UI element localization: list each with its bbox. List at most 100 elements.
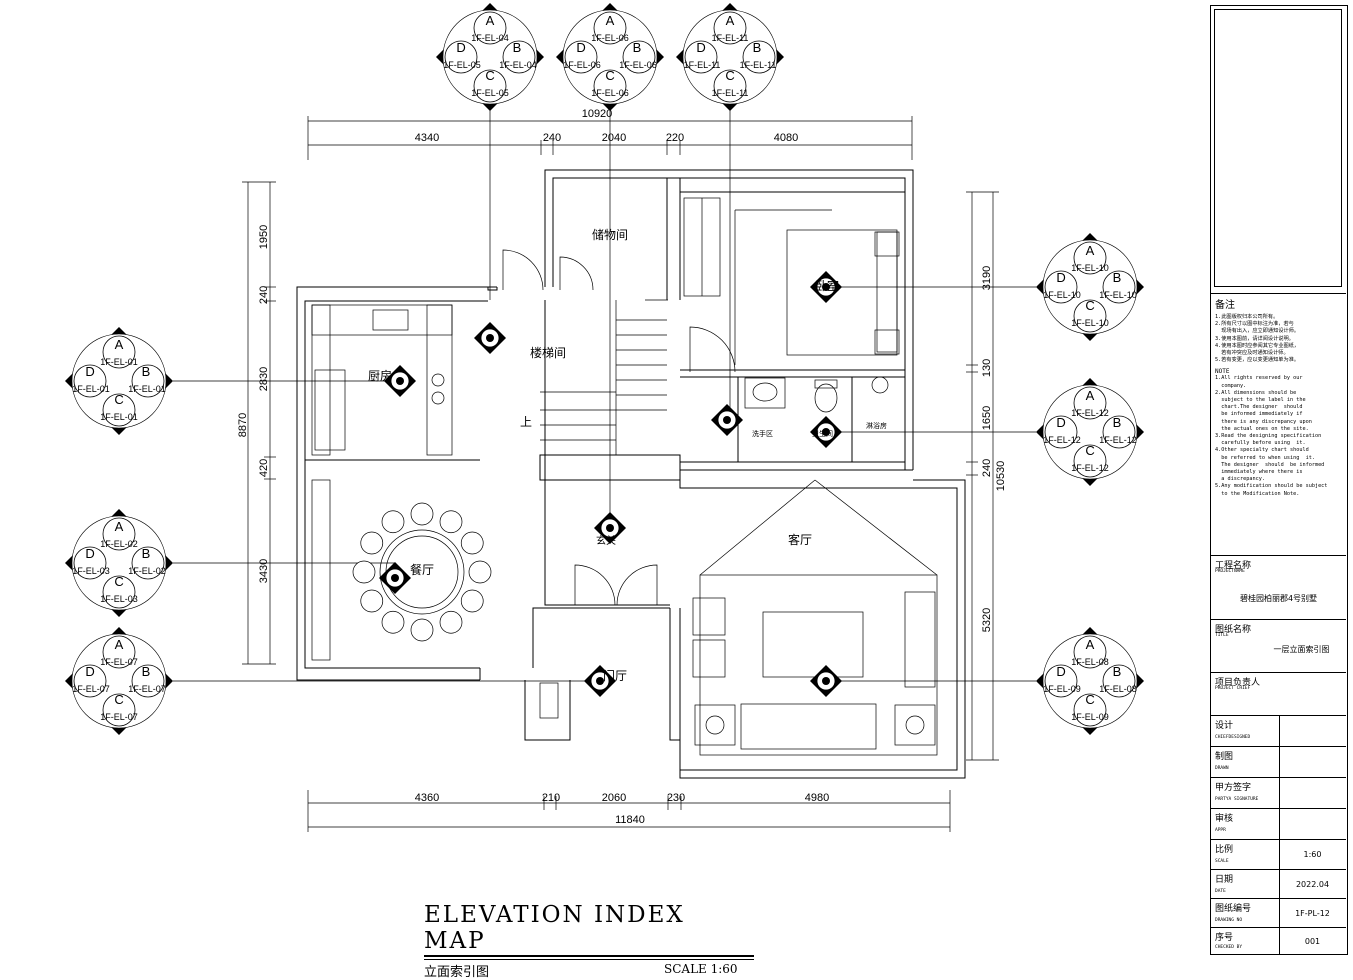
dim-right-5: 5320 <box>981 608 993 632</box>
marker-ring <box>1042 633 1138 729</box>
note-en-line: 4.Other specialty chart should <box>1215 447 1309 454</box>
marker-label-right: 1F-EL-11 <box>740 60 777 70</box>
marker-letter-circle <box>131 364 165 398</box>
marker-label-b: B <box>1113 664 1122 679</box>
notes-en-title: NOTE <box>1215 368 1230 376</box>
note-cn-line: 4.使用本图时应参阅其它专业图纸， <box>1215 342 1300 349</box>
marker-label-top: 1F-EL-01 <box>100 357 138 367</box>
view-symbol <box>711 404 743 436</box>
marker-letter-circle <box>1044 664 1078 698</box>
marker-label-right: 1F-EL-04 <box>499 60 537 70</box>
marker-label-left: 1F-EL-01 <box>72 384 110 394</box>
marker-label-a: A <box>486 13 495 28</box>
room-living: 客厅 <box>788 532 812 547</box>
dining-chair <box>460 589 484 613</box>
scale-row: 比例 SCALE 1:60 <box>1211 839 1346 869</box>
marker-label-b: B <box>142 364 151 379</box>
view-symbol-dot <box>596 677 604 685</box>
marker-ring <box>1042 384 1138 480</box>
marker-label-top: 1F-EL-10 <box>1071 263 1109 273</box>
marker-ring <box>562 9 658 105</box>
dim-bottom-total: 11840 <box>615 814 645 826</box>
marker-label-b: B <box>1113 415 1122 430</box>
marker-label-bottom: 1F-EL-11 <box>712 88 749 98</box>
note-en-line: chart.The designer should <box>1215 404 1303 411</box>
notes-en: 1.All rights reserved by our company.2.A… <box>1215 375 1342 497</box>
marker-label-a: A <box>1086 243 1095 258</box>
marker-label-left: 1F-EL-11 <box>684 60 721 70</box>
dim-top-2: 240 <box>543 132 561 144</box>
note-cn-line: 1.此图版权归本公司所有。 <box>1215 314 1279 320</box>
marker-label-left: 1F-EL-09 <box>1043 684 1081 694</box>
dim-left-1: 1950 <box>258 225 270 249</box>
marker-letter-circle <box>593 69 627 103</box>
notes-title: 备注 <box>1215 300 1235 311</box>
view-symbol <box>810 665 842 697</box>
dim-top-5: 4080 <box>774 132 798 144</box>
marker-label-b: B <box>142 664 151 679</box>
marker-letter-circle <box>473 11 507 45</box>
marker-label-a: A <box>115 337 124 352</box>
marker-label-c: C <box>725 68 734 83</box>
note-cn-line: 3.使用本图前，请详阅设计说明。 <box>1215 335 1294 342</box>
marker-ring <box>71 515 167 611</box>
view-symbols <box>379 271 842 697</box>
drawing-no-value: 1F-PL-12 <box>1295 909 1330 918</box>
note-en-line: carefully before using it. <box>1215 440 1306 447</box>
dining-chair <box>381 510 405 534</box>
view-symbol <box>384 365 416 397</box>
room-foyer: 门厅 <box>603 668 627 683</box>
marker-label-bottom: 1F-EL-09 <box>1071 712 1109 722</box>
note-cn-line: 若有冲突应及时通知设计师。 <box>1215 350 1289 357</box>
room-bedroom: 卧室 <box>815 278 839 293</box>
dimension-texts: 10920 4340 240 2040 220 4080 4360 210 20… <box>237 108 1007 826</box>
dim-bottom-2: 210 <box>542 792 560 804</box>
marker-label-top: 1F-EL-02 <box>100 539 138 549</box>
dim-top-1: 4340 <box>415 132 439 144</box>
marker-label-a: A <box>1086 637 1095 652</box>
note-en-line: subject to the label in the <box>1215 397 1306 404</box>
dining-chairs <box>352 502 492 642</box>
marker-label-a: A <box>115 519 124 534</box>
marker-letter-circle <box>102 693 136 727</box>
note-en-line: company. <box>1215 382 1247 389</box>
view-symbol-dot <box>723 416 731 424</box>
drawing-title-sub: 立面索引图 <box>424 965 490 980</box>
marker-letter-circle <box>684 40 718 74</box>
note-en-line: 2.All dimensions should be <box>1215 389 1297 396</box>
marker-label-a: A <box>606 13 615 28</box>
appr-en: APPR <box>1215 828 1226 833</box>
drawn-en: DRAWN <box>1215 766 1229 771</box>
marker-label-b: B <box>1113 270 1122 285</box>
seq-row: 序号 CHECKED BY 001 <box>1211 927 1346 954</box>
marker-letter-circle <box>1102 664 1136 698</box>
marker-label-c: C <box>114 692 123 707</box>
dim-right-2: 130 <box>981 359 993 377</box>
dim-left-total: 8870 <box>237 413 249 437</box>
marker-label-b: B <box>142 546 151 561</box>
dining-chair <box>360 589 384 613</box>
view-symbol-dot <box>822 677 830 685</box>
room-up: 上 <box>520 415 532 429</box>
note-en-line: there is any discrepancy upon <box>1215 418 1312 425</box>
note-cn-line: 2.所有尺寸以图中标注为准，若与 <box>1215 321 1294 328</box>
marker-letter-circle <box>1073 386 1107 420</box>
walls <box>296 169 966 779</box>
marker-label-top: 1F-EL-11 <box>712 33 749 43</box>
view-symbol-dot <box>822 428 830 436</box>
dim-top-total: 10920 <box>582 108 613 120</box>
room-shower: 淋浴房 <box>866 421 887 430</box>
chief-en: PROJECT CHIEF <box>1215 686 1251 691</box>
marker-label-right: 1F-EL-06 <box>619 60 657 70</box>
marker-letter-circle <box>102 393 136 427</box>
marker-letter-circle <box>1044 270 1078 304</box>
marker-letter-circle <box>73 664 107 698</box>
marker-label-bottom: 1F-EL-07 <box>100 712 138 722</box>
note-en-line: the actual ones on the site. <box>1215 425 1309 432</box>
note-cn-line: 现场有出入，应立即通知设计师。 <box>1215 328 1300 335</box>
